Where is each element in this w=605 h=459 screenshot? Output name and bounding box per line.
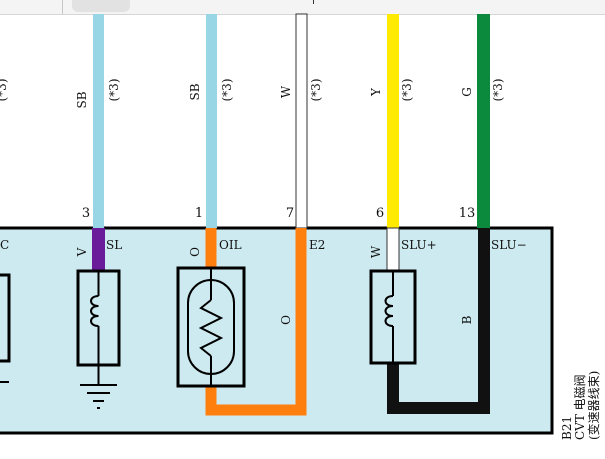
- inner-color-label-3: O: [279, 315, 293, 325]
- pin-number-4: 6: [376, 206, 384, 221]
- toolbar-separator: [62, 0, 63, 14]
- terminal-label-e2: E2: [309, 238, 325, 252]
- terminal-label-slu-plus: SLU+: [401, 238, 437, 252]
- wire-w: [295, 13, 308, 229]
- component-name: CVT 电磁阀: [572, 374, 587, 440]
- sl-coil-icon: [90, 295, 99, 327]
- ground-icon: [80, 384, 117, 409]
- wire-color-label-1: SB: [75, 91, 89, 108]
- wire-note-left: (*3): [0, 79, 9, 102]
- wire-sb-1: [93, 14, 104, 228]
- connector-id: B21: [560, 416, 574, 440]
- wire-note-2: (*3): [220, 79, 234, 102]
- wire-color-label-3: W: [279, 85, 293, 98]
- toolbar-tick-mark: [313, 0, 314, 4]
- pin-number-5: 13: [459, 206, 476, 221]
- inner-color-label-2: O: [188, 247, 202, 257]
- wire-g: [477, 14, 490, 228]
- terminal-label-left: C: [0, 238, 9, 252]
- wire-note-5: (*3): [491, 79, 505, 102]
- terminal-label-slu-minus: SLU−: [491, 238, 527, 252]
- inner-color-label-5: B: [460, 315, 474, 324]
- toolbar-tab[interactable]: [72, 0, 130, 12]
- black-return-wire: [387, 228, 490, 414]
- left-partial-element: [0, 273, 11, 363]
- wire-note-4: (*3): [400, 79, 414, 102]
- terminal-label-oil: OIL: [219, 238, 242, 252]
- pin-number-3: 7: [286, 206, 294, 221]
- wire-y: [387, 14, 399, 228]
- wire-sb-2: [206, 14, 217, 228]
- wire-color-label-5: G: [460, 87, 474, 97]
- wire-note-3: (*3): [309, 79, 323, 102]
- wire-color-label-4: Y: [369, 87, 383, 97]
- slu-coil-icon: [384, 295, 394, 327]
- inner-color-label-4: W: [369, 245, 383, 258]
- terminal-label-sl: SL: [106, 238, 122, 252]
- pin-number-1: 3: [82, 206, 90, 221]
- pin-number-2: 1: [195, 206, 203, 221]
- wire-note-1: (*3): [107, 79, 121, 102]
- component-subtitle: (变速器线束): [586, 371, 601, 440]
- wire-color-label-2: SB: [188, 83, 202, 100]
- inner-color-label-1: V: [75, 247, 89, 257]
- thermistor-icon: [198, 299, 224, 357]
